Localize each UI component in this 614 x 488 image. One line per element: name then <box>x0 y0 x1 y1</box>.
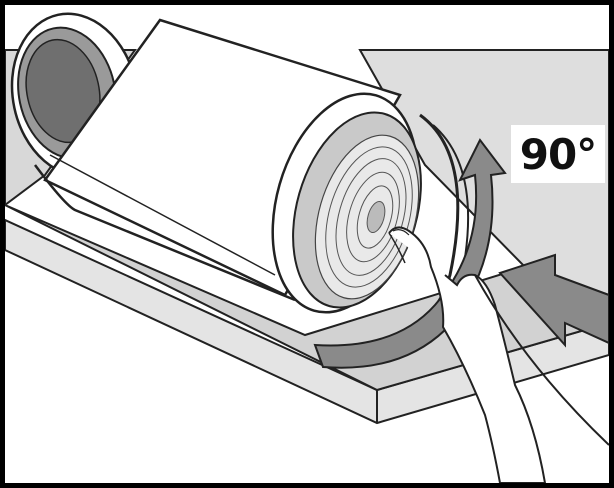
rotation-angle-label: 90° <box>519 129 597 179</box>
filter-cartridge-icon <box>10 12 470 337</box>
push-arrow-icon <box>498 253 609 348</box>
hand-icon <box>388 226 609 483</box>
rotation-angle-label-box: 90° <box>511 125 605 183</box>
filter-installation-illustration <box>5 12 609 483</box>
